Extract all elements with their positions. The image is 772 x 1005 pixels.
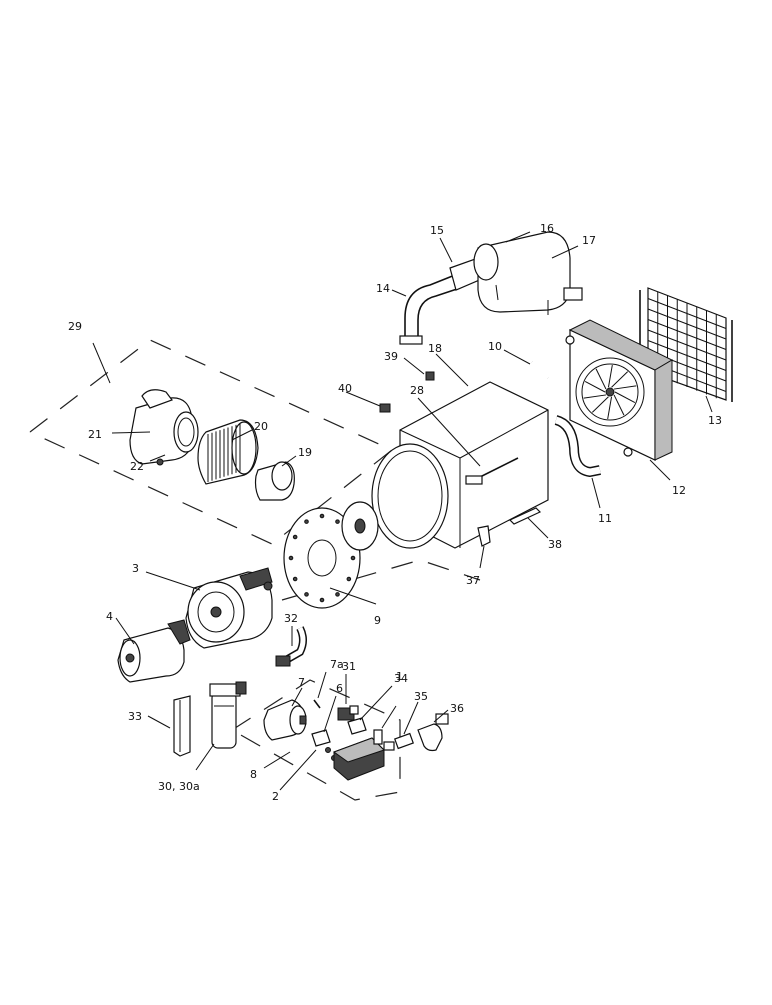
part-label-10: 10 — [488, 340, 502, 353]
part-label-9: 9 — [374, 614, 381, 627]
lower-hose — [554, 415, 601, 478]
part-label-22: 22 — [130, 460, 144, 473]
part-label-36: 36 — [450, 702, 464, 715]
part-label-17: 17 — [582, 234, 596, 247]
air-filter-element — [197, 419, 259, 485]
part-label-12: 12 — [672, 484, 686, 497]
clip-37 — [477, 525, 491, 547]
part-label-29: 29 — [68, 320, 82, 333]
pump-group-outline — [231, 679, 401, 801]
part-label-2: 2 — [272, 790, 279, 803]
part-label-16: 16 — [540, 222, 554, 235]
part-label-30: 30, 30a — [158, 780, 200, 793]
elbow-36 — [417, 713, 449, 752]
exhaust-pipe — [399, 257, 485, 345]
part-label-35: 35 — [414, 690, 428, 703]
flywheel-adapter-plate — [283, 507, 361, 609]
leader-lines — [92, 231, 713, 791]
part-label-34: 34 — [394, 672, 408, 685]
drive-coupling — [341, 501, 379, 551]
part-label-13: 13 — [708, 414, 722, 427]
part-label-8: 8 — [250, 768, 257, 781]
part-label-39: 39 — [384, 350, 398, 363]
part-label-20: 20 — [254, 420, 268, 433]
air-cleaner-group-outline — [29, 339, 394, 545]
part-label-40: 40 — [338, 382, 352, 395]
pin-7a — [313, 699, 321, 709]
air-cleaner-housing — [129, 389, 199, 466]
muffler — [473, 231, 583, 315]
upper-hose — [529, 359, 551, 381]
part-label-3: 3 — [132, 562, 139, 575]
control-valve — [332, 729, 395, 781]
part-label-4: 4 — [106, 610, 113, 623]
part-label-14: 14 — [376, 282, 390, 295]
radiator — [565, 319, 674, 461]
filter-bracket — [173, 695, 191, 757]
gasket-6 — [311, 729, 331, 747]
part-label-11: 11 — [598, 512, 612, 525]
gasket-34 — [347, 717, 367, 735]
plug-40 — [379, 403, 391, 413]
hose-32 — [275, 626, 307, 667]
part-label-32: 32 — [284, 612, 298, 625]
part-label-18: 18 — [428, 342, 442, 355]
part-label-19: 19 — [298, 446, 312, 459]
part-label-6: 6 — [336, 682, 343, 695]
part-label-21: 21 — [88, 428, 102, 441]
part-label-7a: 7a — [330, 658, 344, 671]
fitting-35 — [394, 732, 414, 750]
block-31 — [337, 705, 359, 721]
part-label-31: 31 — [342, 660, 356, 673]
nut-39 — [425, 371, 435, 381]
hydraulic-filter — [209, 681, 247, 749]
gear-pump — [117, 619, 191, 683]
part-label-7: 7 — [298, 676, 305, 689]
part-label-38: 38 — [548, 538, 562, 551]
part-label-37: 37 — [466, 574, 480, 587]
part-label-33: 33 — [128, 710, 142, 723]
hydraulic-pump — [185, 567, 273, 649]
motor-7 — [263, 699, 307, 741]
part-label-15: 15 — [430, 224, 444, 237]
part-label-28: 28 — [410, 384, 424, 397]
pin-38 — [508, 507, 542, 525]
air-filter-cap — [254, 461, 295, 501]
part-label-1: 1 — [396, 670, 403, 683]
engine-block — [371, 381, 549, 549]
